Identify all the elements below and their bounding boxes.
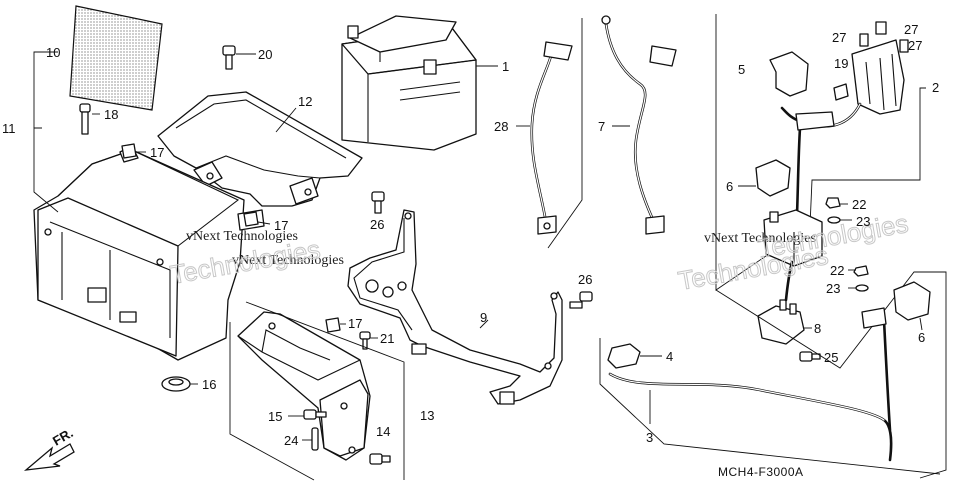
callout-4: 4 (666, 349, 673, 364)
cover-5-illustration (769, 51, 809, 97)
callout-9: 9 (480, 310, 487, 325)
watermark-2: vNext Technologies (232, 253, 344, 268)
cover-6-lower-illustration (893, 281, 931, 331)
cable-28-illustration (516, 41, 573, 235)
callout-17b: 17 (274, 218, 288, 233)
callout-12: 12 (298, 94, 312, 109)
pin-24-illustration (302, 427, 319, 451)
callout-14: 14 (376, 424, 390, 439)
callout-5: 5 (738, 62, 745, 77)
callout-18: 18 (104, 107, 118, 122)
cable-7-illustration (601, 15, 677, 235)
callout-27c: 27 (908, 38, 922, 53)
callout-13: 13 (420, 408, 434, 423)
callout-16: 16 (202, 377, 216, 392)
group-bracket-lower (715, 271, 947, 479)
callout-8: 8 (814, 321, 821, 336)
bolt-26b-illustration (569, 291, 593, 309)
callout-19: 19 (834, 56, 848, 71)
nut-washer-upper-illustration (825, 197, 852, 224)
callout-6b: 6 (918, 330, 925, 345)
callout-21: 21 (380, 331, 394, 346)
callout-3: 3 (646, 430, 653, 445)
pad-illustration (69, 5, 163, 111)
watermark-3: vNext Technologies (704, 231, 816, 246)
callout-11: 11 (2, 121, 16, 136)
bolt-25-illustration (799, 351, 821, 362)
group-bracket-3 (599, 338, 941, 475)
front-arrow-icon (23, 443, 75, 471)
callout-7: 7 (598, 119, 605, 134)
screw-21-illustration (359, 331, 378, 350)
tray-illustration (157, 91, 363, 207)
clips-17-illustration (121, 143, 346, 333)
callout-28: 28 (494, 119, 508, 134)
holder-illustration (237, 311, 371, 461)
callout-17c: 17 (348, 316, 362, 331)
callout-22a: 22 (852, 197, 866, 212)
callout-1: 1 (502, 59, 509, 74)
bracket-illustration (347, 209, 563, 405)
fuse-box-illustration (833, 21, 909, 115)
callout-22b: 22 (830, 263, 844, 278)
callout-24: 24 (284, 433, 298, 448)
callout-26b: 26 (578, 272, 592, 287)
bolt-26a-illustration (371, 191, 385, 214)
cable-3-illustration (608, 307, 893, 462)
callout-26a: 26 (370, 217, 384, 232)
callout-20: 20 (258, 47, 272, 62)
group-bracket-28 (547, 18, 583, 249)
cap-4-illustration (607, 343, 662, 369)
callout-23a: 23 (856, 214, 870, 229)
bolt-14-illustration (369, 453, 391, 465)
nut-washer-lower-illustration (848, 265, 869, 292)
harness-illustration (780, 102, 862, 242)
bolt-20-illustration (222, 45, 256, 70)
callout-6a: 6 (726, 179, 733, 194)
group-bracket-13 (229, 322, 315, 481)
callout-23b: 23 (826, 281, 840, 296)
group-bracket-13b (245, 301, 405, 480)
front-label: FR. (50, 425, 76, 448)
watermark-1: vNext Technologies (186, 229, 298, 244)
callout-25: 25 (824, 350, 838, 365)
relay-8-illustration (757, 260, 812, 345)
callout-10: 10 (46, 45, 60, 60)
callout-17a: 17 (150, 145, 164, 160)
callout-27a: 27 (832, 30, 846, 45)
cover-6-upper-illustration (738, 159, 791, 197)
relay-upper-illustration (763, 209, 823, 267)
battery-illustration (341, 15, 498, 151)
bolt-15-illustration (288, 409, 327, 420)
group-bracket-11 (33, 127, 59, 213)
callout-2: 2 (932, 80, 939, 95)
grommet-illustration (161, 376, 198, 392)
callout-15: 15 (268, 409, 282, 424)
bolt-18-illustration (79, 103, 100, 135)
callout-27b: 27 (904, 22, 918, 37)
group-bracket-11b (33, 51, 58, 128)
drawing-code: MCH4-F3000A (718, 465, 804, 479)
